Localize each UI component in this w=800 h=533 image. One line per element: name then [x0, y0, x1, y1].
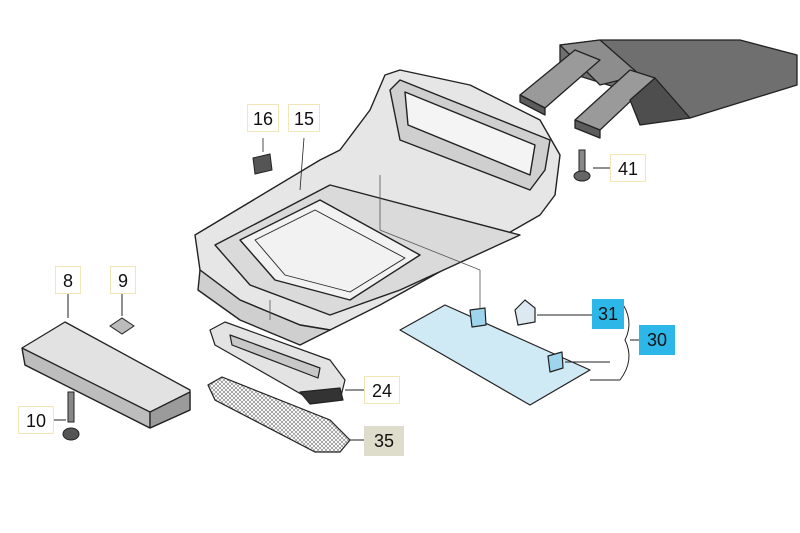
clip-31 — [514, 299, 536, 326]
cover-24 — [209, 321, 346, 405]
clip-16 — [252, 153, 273, 175]
screw-41 — [573, 149, 591, 182]
callout-8: 8 — [55, 266, 81, 294]
callout-10: 10 — [18, 406, 54, 434]
callout-9: 9 — [110, 266, 136, 294]
clip-9 — [109, 317, 135, 335]
roof-console-housing — [194, 69, 561, 346]
callout-31: 31 — [592, 299, 624, 329]
bracket-8 — [21, 321, 191, 429]
callout-15: 15 — [288, 104, 320, 132]
callout-41: 41 — [610, 154, 646, 182]
leader-15 — [299, 137, 305, 191]
callout-30: 30 — [639, 325, 675, 355]
callout-24: 24 — [364, 376, 400, 404]
screw-10 — [62, 391, 80, 441]
panel-30 — [399, 304, 591, 406]
mounting-bracket — [519, 39, 798, 139]
mat-35 — [207, 376, 351, 453]
callout-35: 35 — [364, 426, 404, 456]
leader-30 — [565, 299, 640, 381]
callout-16: 16 — [247, 104, 279, 132]
assembly-lines — [269, 175, 481, 320]
